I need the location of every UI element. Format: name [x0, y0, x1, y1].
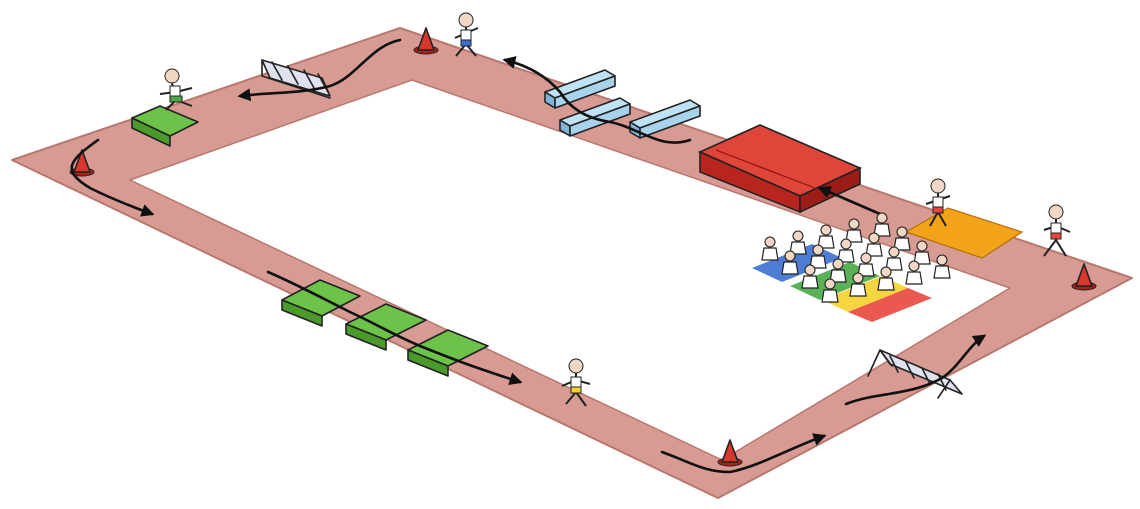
seated-child: [933, 254, 951, 279]
cone: [69, 149, 95, 177]
inner-field: [129, 79, 1011, 461]
runner: [454, 12, 479, 57]
seated-child: [781, 250, 799, 275]
seated-child: [905, 260, 923, 285]
seated-child: [885, 246, 903, 271]
runner: [159, 68, 193, 111]
start-mat: [904, 207, 1024, 259]
seated-child: [845, 218, 863, 243]
frame-hurdle-right: [867, 349, 963, 399]
runner: [561, 358, 591, 407]
seated-child: [913, 240, 931, 265]
marker-cones: [69, 27, 1097, 467]
seated-child: [801, 264, 819, 289]
cone: [1071, 263, 1097, 291]
seated-child: [849, 272, 867, 297]
runner: [925, 178, 951, 227]
seated-child: [829, 258, 847, 283]
seated-child: [857, 252, 875, 277]
seated-child: [761, 236, 779, 261]
seated-child: [809, 244, 827, 269]
seated-children: [752, 212, 951, 322]
runner: [1043, 204, 1071, 257]
seated-child: [789, 230, 807, 255]
seated-child: [837, 238, 855, 263]
bench: [544, 69, 616, 109]
direction-arrows: [70, 38, 987, 474]
seated-child: [817, 224, 835, 249]
cone: [413, 27, 439, 55]
frame-hurdles: [261, 59, 963, 399]
seated-child: [893, 226, 911, 251]
seated-child: [865, 232, 883, 257]
seated-child: [821, 278, 839, 303]
frame-hurdle-top: [261, 59, 331, 99]
team-mat-red: [848, 288, 932, 322]
seated-child: [877, 266, 895, 291]
cone: [717, 439, 743, 467]
seated-child: [873, 212, 891, 237]
runners: [159, 12, 1071, 407]
